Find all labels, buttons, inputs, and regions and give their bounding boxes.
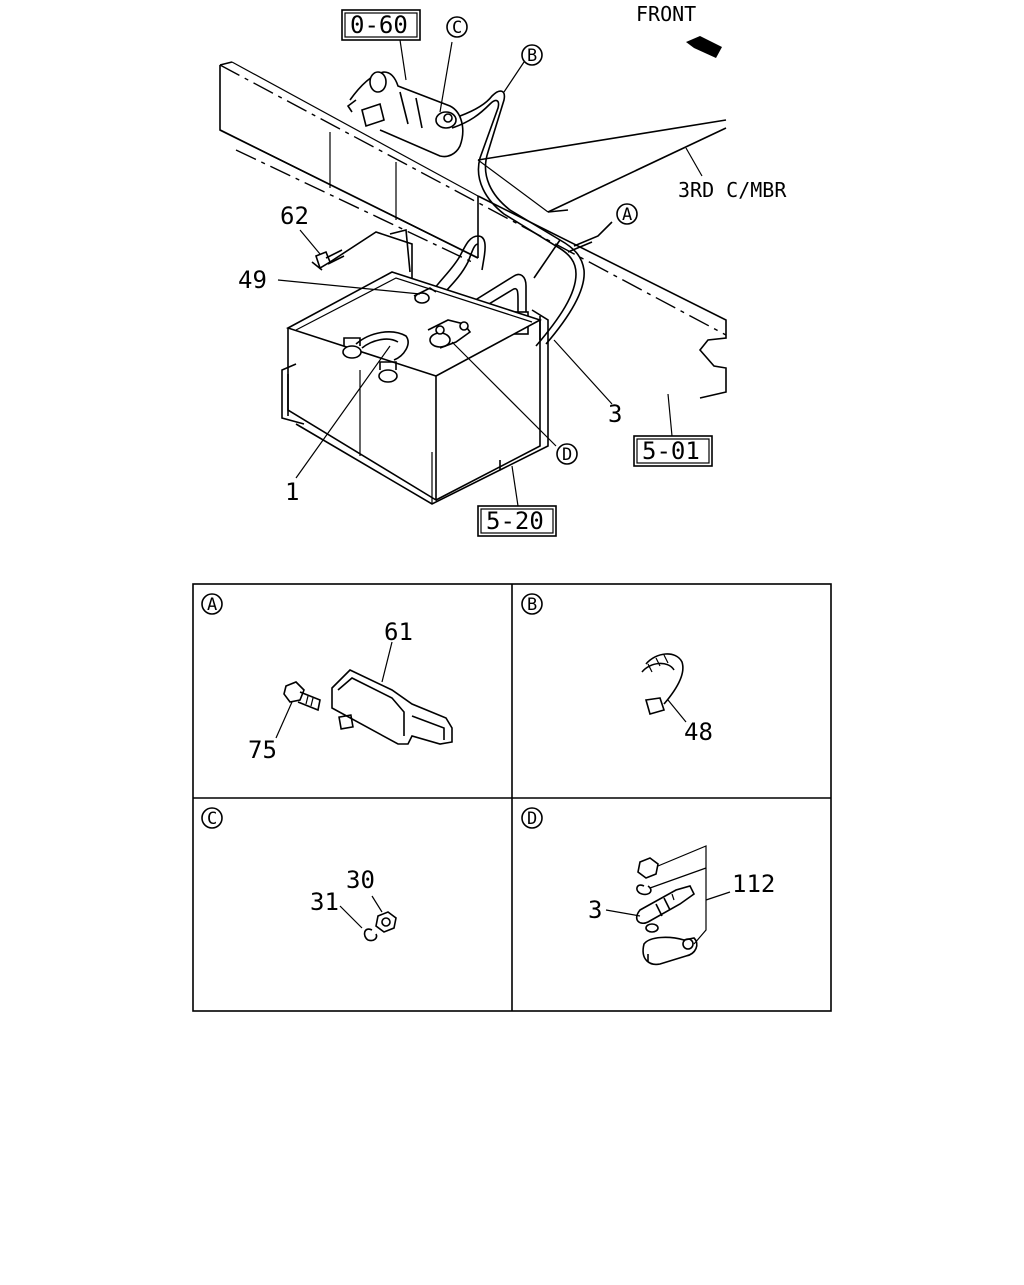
- detail-c: C 30 31: [201, 807, 397, 942]
- circle-letter-b: B: [521, 44, 543, 66]
- detail-c-letter: C: [207, 809, 217, 829]
- detail-b-letter: B: [527, 595, 537, 615]
- ref-0-60-text: 0-60: [350, 11, 408, 39]
- svg-text:B: B: [527, 46, 537, 66]
- svg-text:C: C: [452, 18, 462, 38]
- callout-49: 49: [238, 266, 267, 294]
- ref-5-20-text: 5-20: [486, 507, 544, 535]
- circle-letter-a: A: [616, 203, 638, 225]
- detail-grid: [192, 583, 832, 1012]
- starter-motor: [346, 71, 464, 158]
- ref-box-5-20: 5-20: [477, 505, 557, 537]
- circle-letter-d: D: [556, 443, 578, 465]
- ref-box-5-01: 5-01: [633, 435, 713, 467]
- detail-a-letter: A: [207, 595, 217, 615]
- detail-a-part-75: 75: [248, 736, 277, 764]
- detail-d-part-3: 3: [588, 896, 602, 924]
- detail-c-part-31: 31: [310, 888, 339, 916]
- svg-text:D: D: [562, 445, 572, 465]
- detail-d-letter: D: [527, 809, 537, 829]
- detail-d: D 112 3: [521, 807, 775, 966]
- battery: [285, 271, 543, 502]
- circle-letter-c: C: [446, 16, 468, 38]
- detail-d-part-112: 112: [732, 870, 775, 898]
- front-label: FRONT: [636, 2, 696, 26]
- ref-box-0-60: 0-60: [341, 9, 421, 41]
- svg-text:A: A: [622, 205, 632, 225]
- callout-1: 1: [285, 478, 299, 506]
- detail-a: A 61 75: [201, 593, 453, 764]
- ref-5-01-text: 5-01: [642, 437, 700, 465]
- battery-tray: [281, 228, 549, 505]
- front-arrow-icon: [686, 36, 722, 58]
- cross-member-label: 3RD C/MBR: [678, 178, 787, 202]
- detail-c-part-30: 30: [346, 866, 375, 894]
- detail-b-part-48: 48: [684, 718, 713, 746]
- frame-side-member: [219, 61, 727, 399]
- callout-62: 62: [280, 202, 309, 230]
- bolt-62: [311, 249, 345, 271]
- callout-3: 3: [608, 400, 622, 428]
- detail-b: B 48: [521, 593, 713, 746]
- main-view: FRONT 3RD C/MBR: [219, 2, 787, 537]
- main-leader-lines: [277, 39, 673, 507]
- third-cross-member: [477, 119, 727, 213]
- detail-a-part-61: 61: [384, 618, 413, 646]
